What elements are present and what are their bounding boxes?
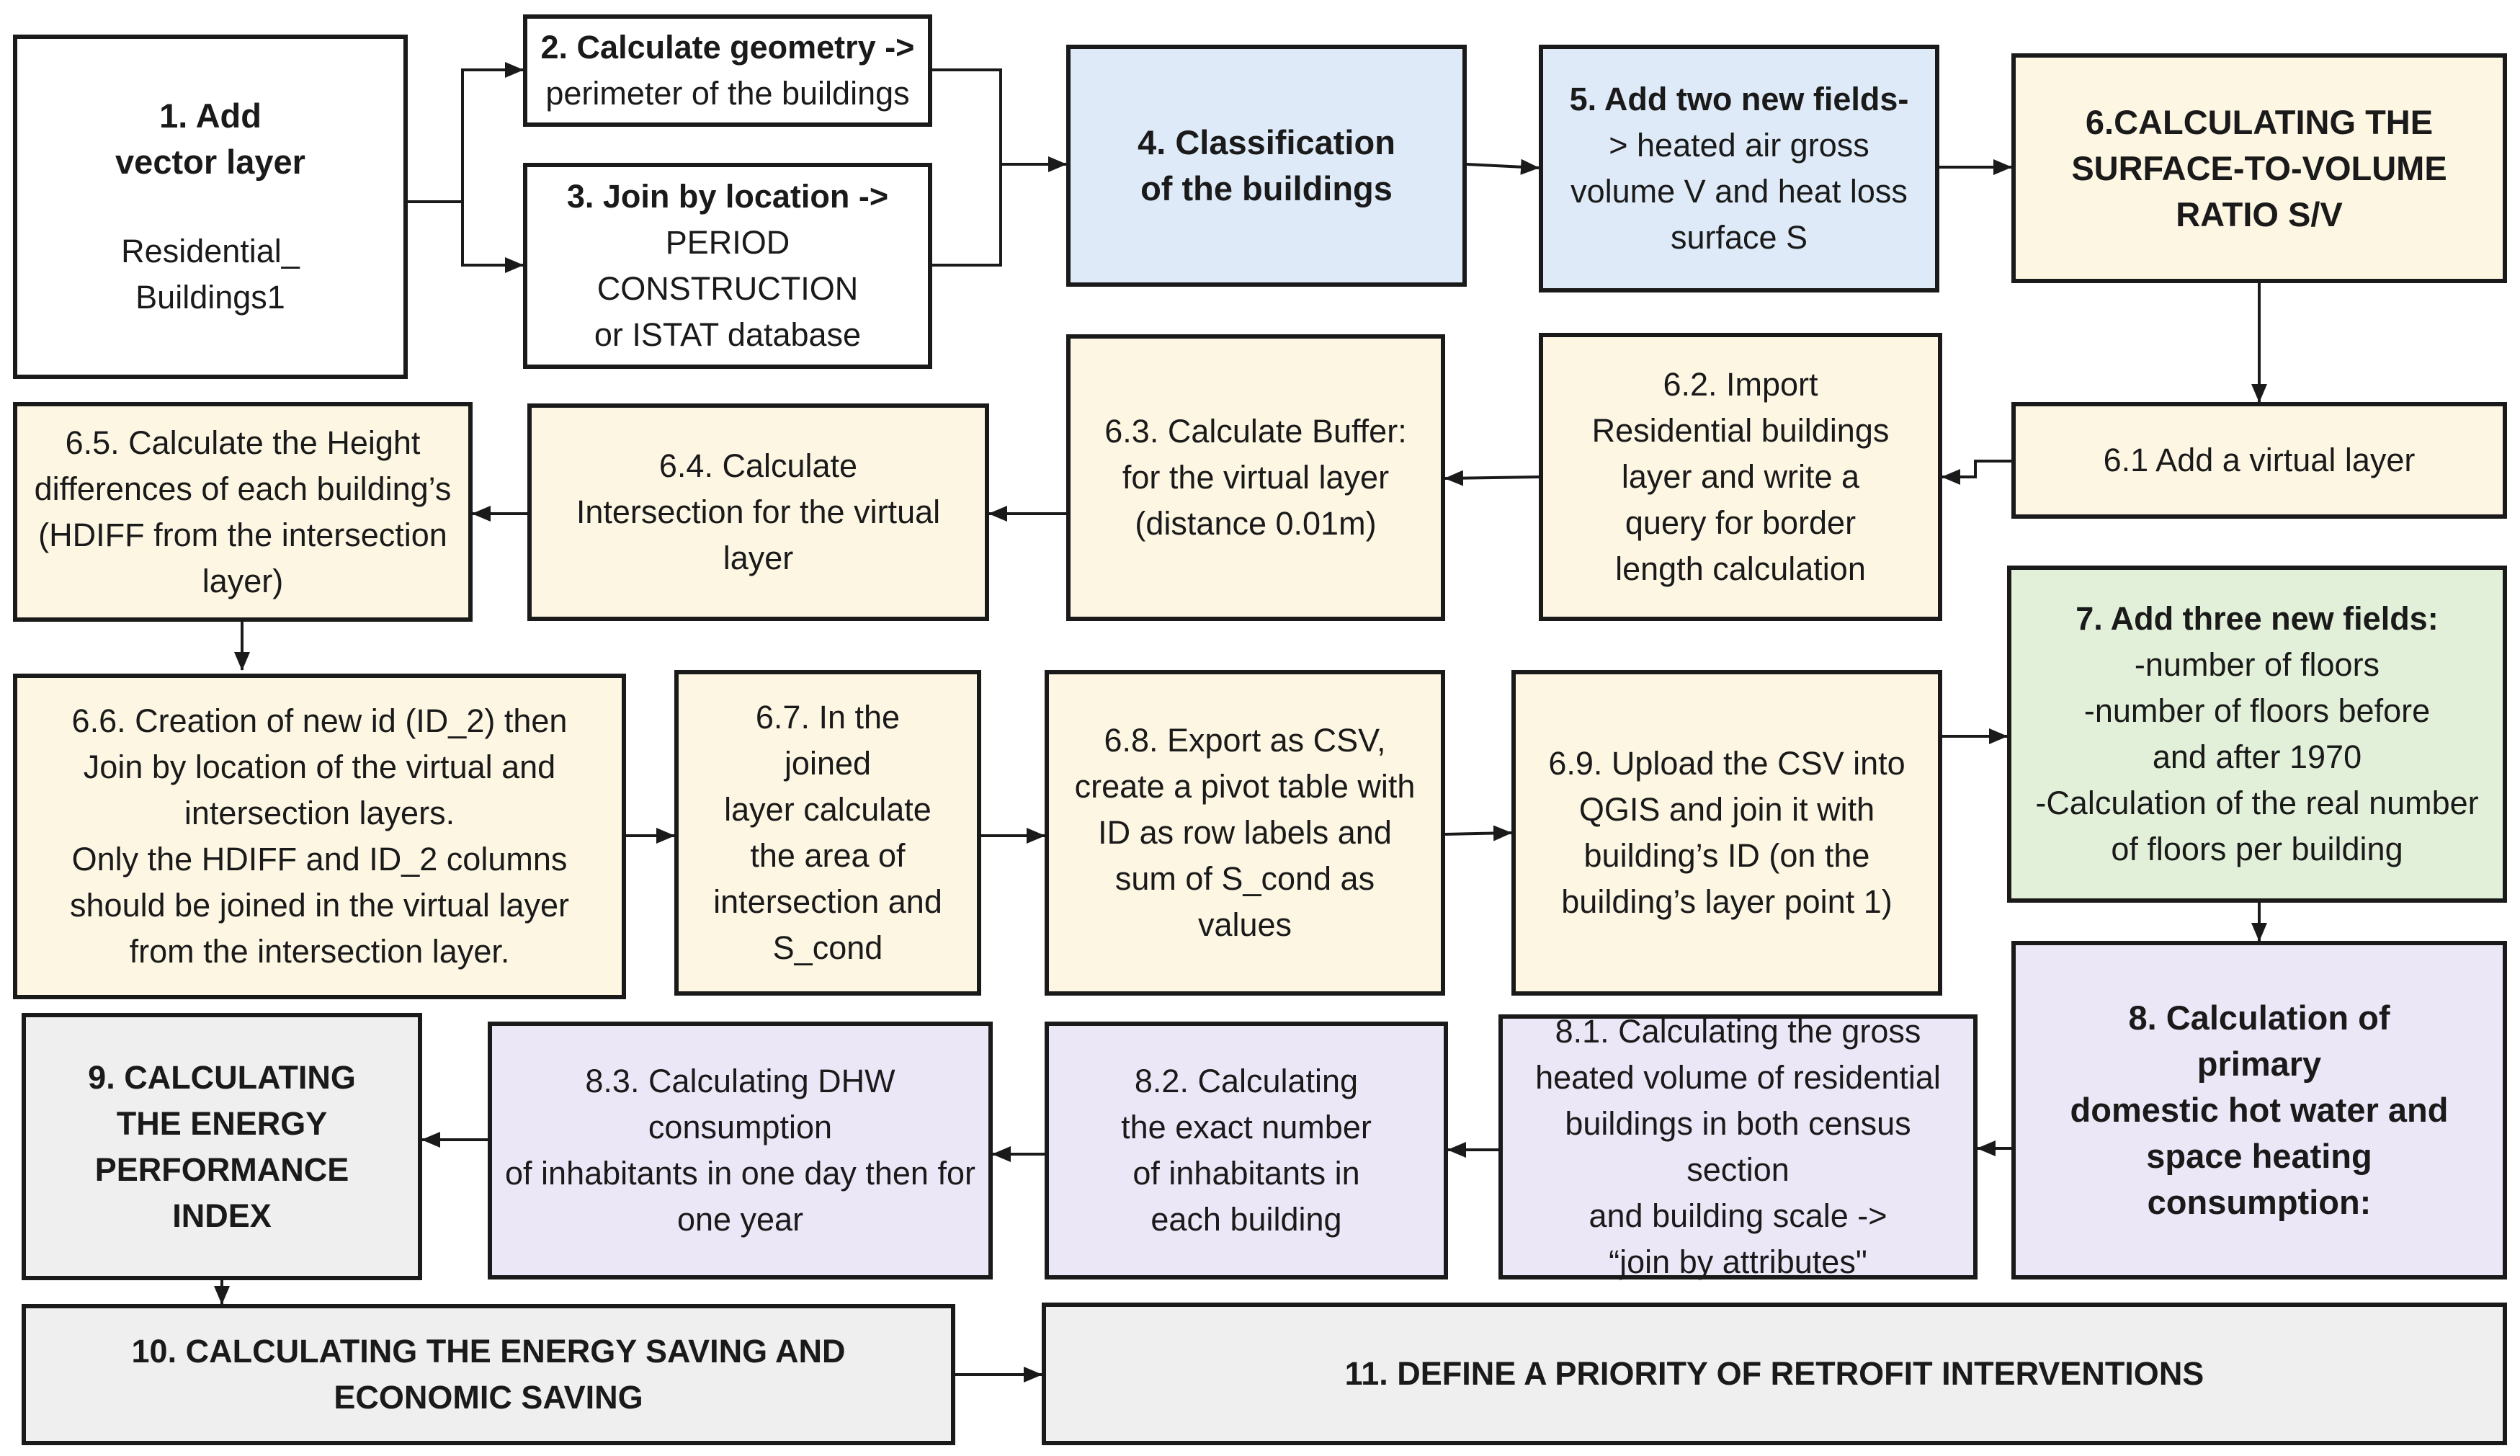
step-2-body: perimeter of the buildings	[545, 75, 910, 112]
step-10-title: 10. CALCULATING THE ENERGY SAVING AND EC…	[131, 1333, 846, 1416]
step-6-7-body: 6.7. In the joined layer calculate the a…	[713, 699, 942, 966]
step-6-4-body: 6.4. Calculate Intersection for the virt…	[576, 447, 941, 576]
step-11-priority-of-retrofit: 11. DEFINE A PRIORITY OF RETROFIT INTERV…	[1042, 1303, 2507, 1445]
step-8-1-gross-heated-volume: 8.1. Calculating the gross heated volume…	[1498, 1013, 1978, 1280]
step-7-add-three-new-fields: 7. Add three new fields: -number of floo…	[2007, 566, 2507, 903]
step-9-title: 9. CALCULATING THE ENERGY PERFORMANCE IN…	[88, 1058, 356, 1234]
step-2-title: 2. Calculate geometry ->	[540, 29, 915, 66]
step-6-1-add-virtual-layer: 6.1 Add a virtual layer	[2011, 402, 2507, 519]
step-6-9-upload-csv: 6.9. Upload the CSV into QGIS and join i…	[1511, 670, 1942, 996]
step-8-2-body: 8.2. Calculating the exact number of inh…	[1121, 1063, 1372, 1238]
step-6-5-height-differences: 6.5. Calculate the Height differences of…	[13, 402, 473, 622]
arrow-1-to-2	[408, 62, 524, 203]
step-4-classification: 4. Classification of the buildings	[1066, 45, 1467, 287]
step-8-calculation-of-consumption: 8. Calculation of primary domestic hot w…	[2011, 941, 2507, 1279]
step-8-title: 8. Calculation of primary domestic hot w…	[2070, 999, 2449, 1221]
step-6-surface-to-volume-ratio: 6.CALCULATING THE SURFACE-TO-VOLUME RATI…	[2011, 53, 2507, 283]
step-6-9-body: 6.9. Upload the CSV into QGIS and join i…	[1548, 745, 1905, 920]
step-6-6-body: 6.6. Creation of new id (ID_2) then Join…	[70, 702, 569, 970]
step-8-2-number-of-inhabitants: 8.2. Calculating the exact number of inh…	[1045, 1022, 1448, 1279]
step-6-3-calculate-buffer: 6.3. Calculate Buffer: for the virtual l…	[1066, 334, 1445, 621]
arrow-6-8-to-6-9	[1444, 825, 1512, 841]
step-6-6-creation-of-new-id: 6.6. Creation of new id (ID_2) then Join…	[13, 674, 626, 999]
arrow-1-to-3	[461, 202, 524, 273]
arrow-4-to-5	[1466, 158, 1540, 175]
step-5-add-two-new-fields: 5. Add two new fields- > heated air gros…	[1539, 45, 1939, 292]
step-3-title: 3. Join by location ->	[566, 178, 889, 215]
arrow-6-1-to-6-2	[1942, 460, 2011, 485]
step-3-join-by-location: 3. Join by location -> PERIOD CONSTRUCTI…	[523, 163, 932, 369]
step-6-4-calculate-intersection: 6.4. Calculate Intersection for the virt…	[527, 403, 989, 621]
arrow-6-2-to-6-3	[1444, 470, 1540, 486]
step-6-3-body: 6.3. Calculate Buffer: for the virtual l…	[1104, 413, 1407, 542]
step-11-title: 11. DEFINE A PRIORITY OF RETROFIT INTERV…	[1344, 1355, 2204, 1392]
step-7-title: 7. Add three new fields:	[2076, 600, 2439, 637]
step-8-1-body: 8.1. Calculating the gross heated volume…	[1535, 1013, 1941, 1280]
step-7-body: -number of floors -number of floors befo…	[2035, 646, 2479, 867]
step-6-5-body: 6.5. Calculate the Height differences of…	[34, 424, 452, 599]
step-1-body: Residential_ Buildings1	[121, 233, 300, 316]
step-9-energy-performance-index: 9. CALCULATING THE ENERGY PERFORMANCE IN…	[22, 1013, 422, 1280]
arrow-6-3-to-6-4	[988, 476, 1070, 522]
step-1-title: 1. Add vector layer	[115, 97, 305, 181]
step-6-title: 6.CALCULATING THE SURFACE-TO-VOLUME RATI…	[2071, 102, 2447, 233]
arrow-3-to-4	[932, 164, 1002, 267]
step-4-title: 4. Classification of the buildings	[1138, 123, 1395, 207]
step-5-title: 5. Add two new fields-	[1569, 81, 1909, 117]
step-3-body: PERIOD CONSTRUCTION or ISTAT database	[594, 224, 862, 353]
step-6-8-export-csv: 6.8. Export as CSV, create a pivot table…	[1045, 670, 1445, 996]
step-2-calculate-geometry: 2. Calculate geometry -> perimeter of th…	[523, 14, 932, 127]
step-6-7-calculate-area: 6.7. In the joined layer calculate the a…	[674, 670, 981, 996]
step-5-body: > heated air gross volume V and heat los…	[1570, 127, 1908, 256]
step-6-8-body: 6.8. Export as CSV, create a pivot table…	[1074, 722, 1416, 943]
arrow-2-to-4	[932, 68, 1067, 172]
step-6-2-import-buildings-layer: 6.2. Import Residential buildings layer …	[1539, 333, 1942, 621]
step-1-add-vector-layer: 1. Add vector layer Residential_ Buildin…	[13, 35, 408, 379]
step-6-1-body: 6.1 Add a virtual layer	[2103, 442, 2416, 478]
step-8-3-dhw-consumption: 8.3. Calculating DHW consumption of inha…	[488, 1022, 993, 1279]
step-6-2-body: 6.2. Import Residential buildings layer …	[1591, 366, 1890, 587]
step-10-energy-and-economic-saving: 10. CALCULATING THE ENERGY SAVING AND EC…	[22, 1304, 955, 1445]
step-8-3-body: 8.3. Calculating DHW consumption of inha…	[505, 1063, 975, 1238]
